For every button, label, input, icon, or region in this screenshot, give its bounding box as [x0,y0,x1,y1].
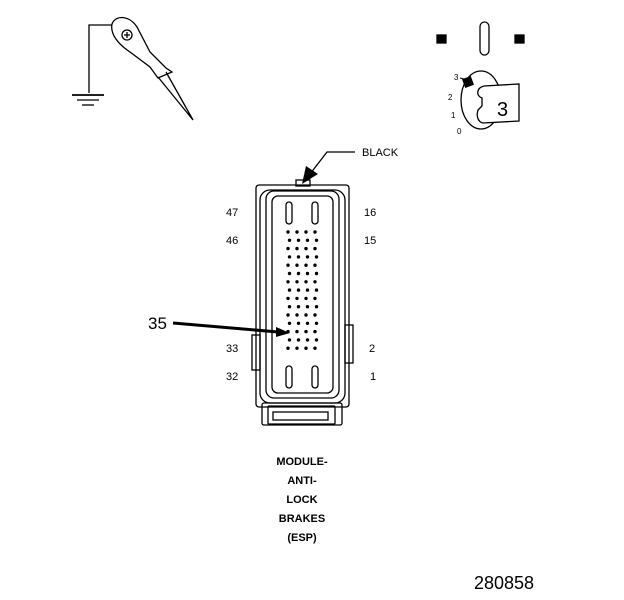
pin-cavity [313,280,317,284]
pin-cavity [296,238,301,242]
connector-color-label: BLACK [362,147,399,159]
pin-cavity [304,263,308,267]
pin-cavity [286,346,290,350]
pin-cavity [287,305,292,309]
pin-cavity [286,296,290,301]
ignition-position-3: 3 [454,73,459,82]
ignition-switch-icon [436,21,525,130]
pin-cavity [295,263,299,267]
pin-cavity [314,271,319,276]
pin-cavity [295,280,299,284]
pin-cavity [304,246,308,251]
pin-cavity [295,246,299,251]
pin-cavity [304,313,308,317]
caption-line-4: BRAKES [279,513,325,525]
pin-cavity [313,329,317,334]
pin-label-46: 46 [226,235,238,247]
pin-cavity [295,346,299,350]
pin-cavity [296,321,301,325]
pin-cavity [313,246,317,251]
pin-cavity [287,238,292,242]
pin-cavity [305,288,310,292]
pin-cavity [313,346,317,350]
pin-cavity [296,271,301,276]
pin-cavity [314,255,319,259]
pin-cavity [305,321,310,325]
pin-callout-label: 35 [148,314,167,333]
pin-cavity [304,230,308,234]
pin-cavity [296,338,301,342]
pin-cavity [287,288,292,292]
pin-cavity [296,288,301,292]
ignition-position-1: 1 [451,111,456,120]
pin-cavity [295,329,299,334]
connector-body [251,179,354,426]
caption-line-3: LOCK [286,494,317,506]
pin-cavity [314,305,319,309]
pin-cavity [304,296,308,301]
pin-label-16: 16 [364,207,376,219]
pin-cavity [287,321,292,325]
color-leader-arrow [302,151,355,184]
pin-cavity [314,321,319,325]
caption-line-2: ANTI- [287,475,317,487]
pin-cavity [304,346,308,350]
pin-label-47: 47 [226,207,238,219]
ignition-position-0: 0 [457,127,462,136]
pin-cavity [313,313,317,317]
caption-line-1: MODULE- [276,456,328,468]
pin-cavity [296,255,301,259]
pin-cavity [313,230,317,234]
pin-label-32: 32 [226,371,238,383]
figure-id: 280858 [474,573,534,593]
ignition-key-number: 3 [497,99,508,121]
pin-cavity [314,288,319,292]
component-caption: MODULE- ANTI- LOCK BRAKES (ESP) [276,456,328,544]
pin-cavity [286,263,290,267]
pin-cavity [286,230,290,234]
pin-cavity [287,338,292,342]
pin-cavity [295,296,299,301]
pin-cavity [287,271,292,276]
pin-cavity [286,313,290,317]
pin-cavity [286,280,290,284]
pin-cavity [305,338,310,342]
pin-cavity [314,338,319,342]
connector-pin-cavities [286,230,319,350]
pin-label-2: 2 [369,343,375,355]
pin-cavity [295,230,299,234]
pin-cavity [314,238,319,242]
pin-cavity [313,296,317,301]
pin-cavity [287,255,292,259]
pin-cavity [313,263,317,267]
ignition-position-2: 2 [448,93,453,102]
pin-cavity [295,313,299,317]
pin-cavity [305,305,310,309]
pin-label-1: 1 [370,371,376,383]
pin-cavity [304,280,308,284]
pin-callout-arrow [172,321,290,337]
caption-line-5: (ESP) [287,532,317,544]
pin-cavity [305,271,310,276]
connector-pin-field [285,201,319,389]
pin-label-33: 33 [226,343,238,355]
pin-label-15: 15 [364,235,376,247]
ground-probe-icon [72,16,194,121]
pin-cavity [305,238,310,242]
pin-cavity [296,305,301,309]
pin-cavity [305,255,310,259]
pin-cavity [304,329,308,334]
pin-cavity [286,246,290,251]
